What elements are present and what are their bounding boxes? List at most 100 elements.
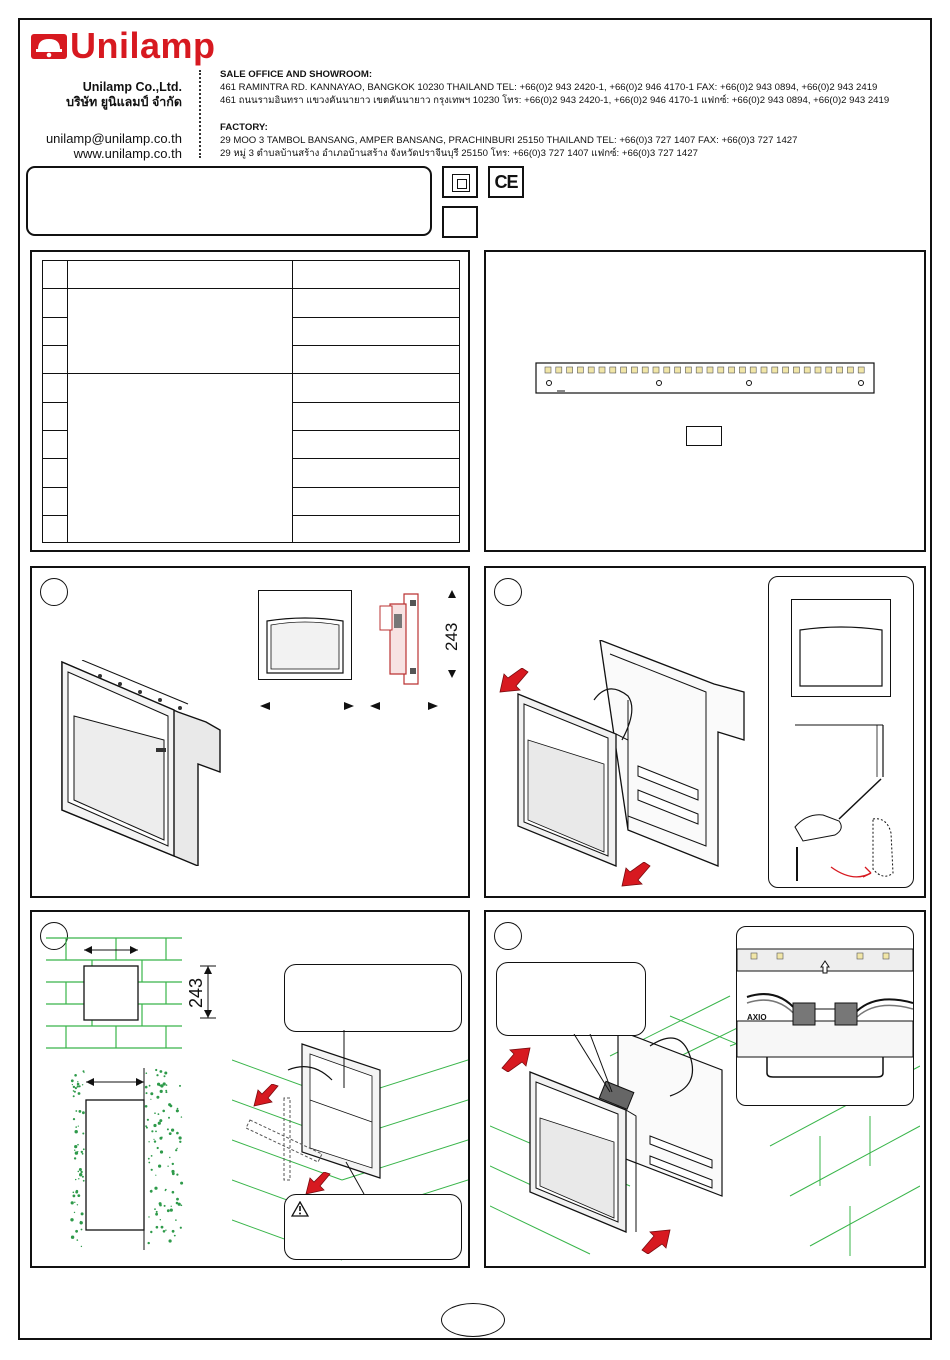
led-chip xyxy=(836,366,843,374)
plaster-speckle xyxy=(171,1172,175,1176)
plaster-speckle xyxy=(150,1098,152,1100)
led-chip xyxy=(566,366,573,374)
side-view-diagram xyxy=(379,593,419,685)
brand-logo: Unilamp xyxy=(30,25,230,68)
plaster-speckle xyxy=(171,1190,175,1194)
plaster-speckle xyxy=(177,1202,181,1206)
plaster-speckle xyxy=(154,1112,156,1114)
plaster-speckle xyxy=(165,1084,168,1086)
plaster-speckle xyxy=(78,1168,82,1171)
led-chip xyxy=(587,366,595,374)
led-chip xyxy=(825,366,833,374)
plaster-speckle xyxy=(80,1212,84,1216)
plaster-speckle xyxy=(176,1197,179,1201)
plaster-speckle xyxy=(175,1149,178,1152)
plaster-speckle xyxy=(70,1235,75,1239)
plaster-speckle xyxy=(148,1141,150,1143)
led-chip xyxy=(760,366,768,374)
red-arrow-icon xyxy=(499,668,529,693)
width-dimension-arrows xyxy=(260,702,438,710)
plaster-speckle xyxy=(155,1212,158,1216)
plaster-speckle xyxy=(148,1161,151,1164)
led-chip xyxy=(641,366,649,374)
brand-name: Unilamp xyxy=(70,25,216,66)
plaster-speckle xyxy=(75,1190,79,1194)
led-chip xyxy=(717,366,725,374)
plaster-speckle xyxy=(70,1201,74,1205)
warning-icon xyxy=(291,1201,309,1217)
plaster-speckle xyxy=(156,1095,160,1099)
plaster-speckle xyxy=(74,1145,78,1149)
label-box xyxy=(686,426,722,446)
led-chip xyxy=(685,366,692,374)
website-link[interactable]: www.unilamp.co.th xyxy=(73,146,182,161)
plaster-speckle xyxy=(166,1128,169,1131)
plaster-speckle xyxy=(148,1084,151,1087)
cutout-height-label: 243 xyxy=(186,977,206,1008)
led-chip xyxy=(728,366,735,374)
plaster-speckle xyxy=(148,1216,150,1218)
screwdriver-detail-inset xyxy=(768,576,914,888)
plaster-speckle xyxy=(80,1228,83,1231)
plaster-speckle xyxy=(163,1075,166,1078)
front-view-diagram xyxy=(258,590,352,680)
red-arrow-icon xyxy=(501,1047,531,1072)
plaster-speckle xyxy=(168,1103,172,1107)
plaster-speckle xyxy=(159,1119,163,1123)
plaster-speckle xyxy=(176,1173,179,1176)
plaster-speckle xyxy=(75,1229,78,1233)
led-chip xyxy=(620,366,627,374)
plaster-speckle xyxy=(82,1070,85,1073)
plaster-speckle xyxy=(149,1189,153,1193)
plaster-speckle xyxy=(155,1130,157,1133)
plaster-speckle xyxy=(160,1225,164,1229)
plaster-speckle xyxy=(171,1229,175,1233)
plaster-speckle xyxy=(72,1194,76,1198)
spec-table xyxy=(42,260,460,543)
height-dimension-label: 243 xyxy=(442,622,461,651)
plaster-speckle xyxy=(176,1131,179,1135)
plaster-speckle xyxy=(73,1211,76,1214)
led-chip xyxy=(609,366,617,374)
plaster-speckle xyxy=(153,1138,155,1140)
led-chip xyxy=(771,366,779,374)
page-frame xyxy=(18,18,932,1340)
product-info-box xyxy=(26,166,432,236)
connector-detail-inset: AXIO xyxy=(736,926,914,1106)
final-installation-diagram xyxy=(490,986,920,1256)
plaster-speckle xyxy=(169,1156,171,1159)
plaster-speckle xyxy=(145,1092,148,1095)
plaster-speckle xyxy=(163,1204,166,1207)
plaster-speckle xyxy=(81,1152,84,1155)
sale-office-address-en: 461 RAMINTRA RD. KANNAYAO, BANGKOK 10230… xyxy=(220,82,878,93)
plaster-speckle xyxy=(150,1168,153,1171)
plaster-speckle xyxy=(74,1149,76,1151)
email-link[interactable]: unilamp@unilamp.co.th xyxy=(45,131,182,146)
class2-insulation-icon xyxy=(442,166,478,198)
plaster-speckle xyxy=(158,1164,162,1168)
led-chip xyxy=(674,366,681,374)
plaster-speckle xyxy=(157,1113,160,1115)
led-chip xyxy=(555,366,563,374)
plaster-speckle xyxy=(76,1204,79,1206)
brick-wall-cutout-diagram xyxy=(46,937,182,1049)
plaster-speckle xyxy=(162,1230,166,1233)
plaster-speckle xyxy=(179,1226,182,1229)
fixture-exploded-view xyxy=(517,640,745,867)
plaster-speckle xyxy=(180,1181,184,1185)
led-chip xyxy=(631,366,638,374)
plaster-speckle xyxy=(80,1150,83,1154)
plaster-speckle xyxy=(159,1219,161,1221)
plaster-speckle xyxy=(164,1189,166,1192)
callout-connector xyxy=(496,962,646,1036)
plaster-speckle xyxy=(79,1173,83,1177)
plaster-speckle xyxy=(176,1147,178,1150)
plaster-speckle xyxy=(74,1130,78,1134)
plaster-speckle xyxy=(178,1136,182,1140)
plaster-speckle xyxy=(158,1202,162,1206)
lamp-logo-icon xyxy=(31,34,67,59)
step-3-circle xyxy=(40,922,68,950)
plaster-speckle xyxy=(176,1107,179,1110)
plaster-speckle xyxy=(155,1210,158,1213)
plaster-speckle xyxy=(80,1245,83,1248)
